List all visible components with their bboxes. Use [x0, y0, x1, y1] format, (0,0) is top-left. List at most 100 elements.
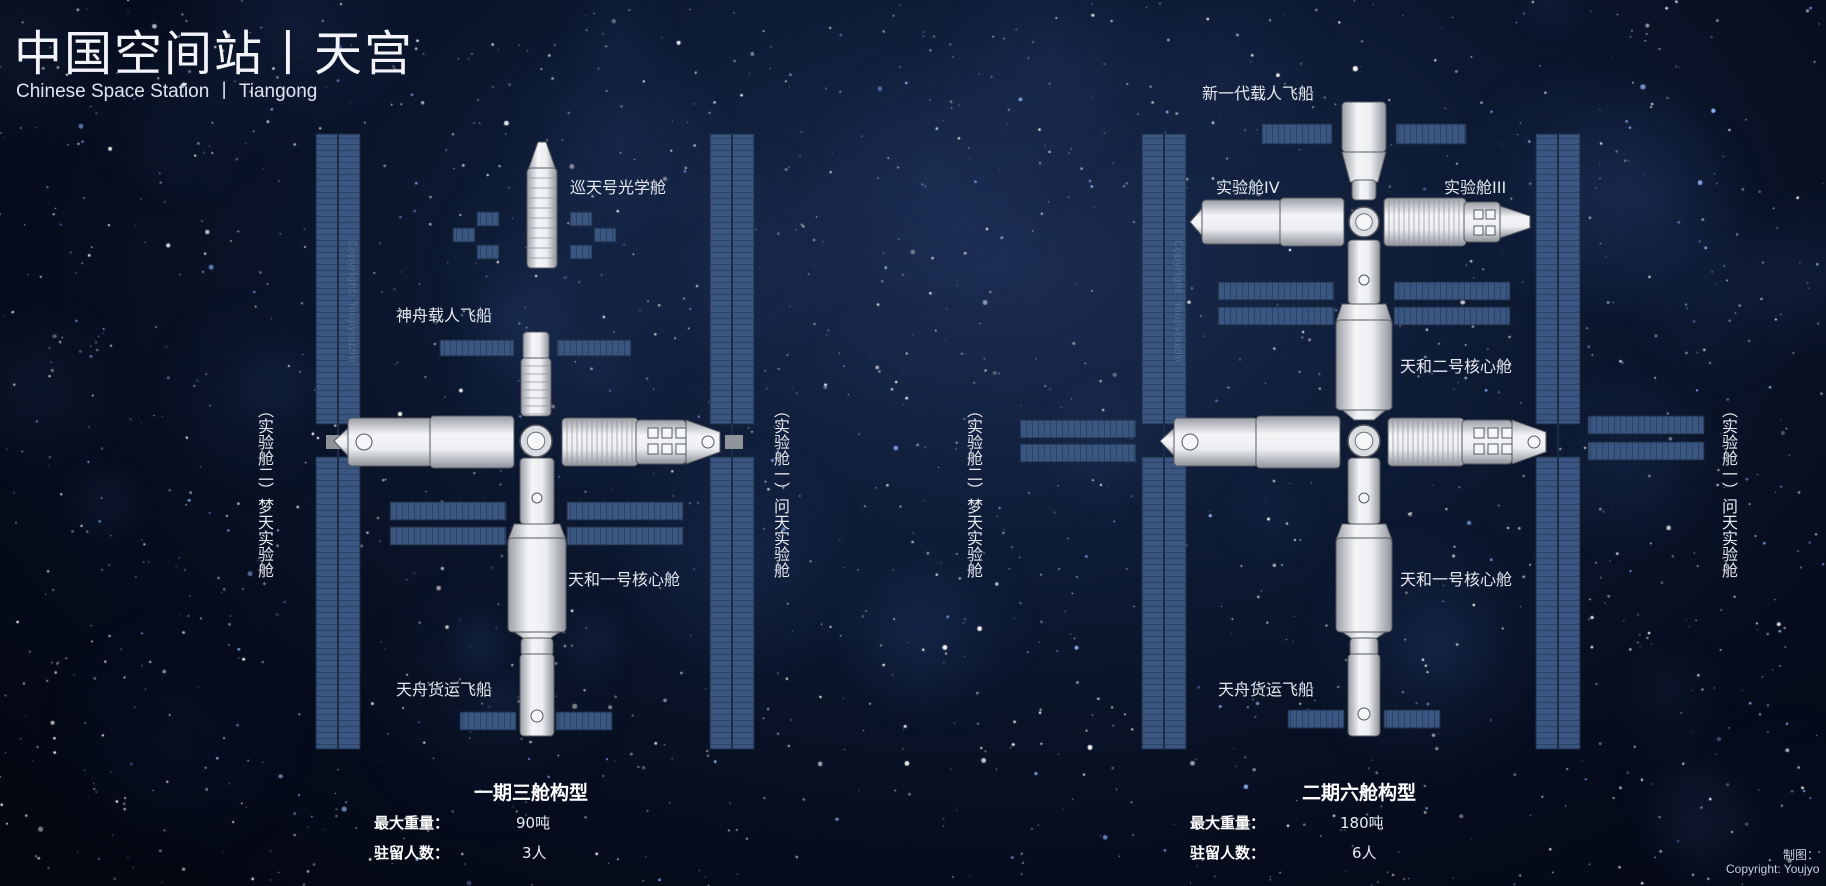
- tianhe1-solar-panel-right-upper: [566, 501, 684, 521]
- label-lab-module-4: 实验舱IV: [1216, 178, 1280, 197]
- tianzhou-port-mark: [530, 709, 544, 723]
- p2-mengtian-port: [1181, 433, 1199, 451]
- lab4-main: [1279, 197, 1345, 247]
- xuntian-solar-panel-0: [452, 227, 476, 243]
- tianhe2-port-mark: [1358, 274, 1370, 286]
- page-title: 中国空间站丨天宫: [14, 26, 415, 82]
- wentian-rear-section: [635, 419, 687, 465]
- p2-wentian-outer-panel-upper: [1587, 415, 1705, 435]
- label-tianhe2-core: 天和二号核心舱: [1400, 357, 1513, 376]
- p2-mengtian-main-section: [1255, 415, 1341, 469]
- p2-wentian-outer-panel-lower: [1587, 441, 1705, 461]
- p2-wentian-main-section: [1387, 417, 1465, 467]
- tianzhou-cargo-body: [519, 653, 555, 737]
- tianhe1-solar-panel-left-upper: [389, 501, 507, 521]
- p2-wentian-rear-section: [1461, 419, 1513, 465]
- phase2-max-weight-value: 180吨: [1340, 814, 1384, 832]
- p2-tianzhou-port-mark: [1357, 707, 1371, 721]
- mengtian-tip: [333, 426, 349, 458]
- p2-tianzhou-solar-panel-left: [1287, 709, 1345, 729]
- mengtian-port: [355, 433, 373, 451]
- tianhe2-solar-panel-left-lower: [1217, 306, 1335, 326]
- p2-wentian-window-3: [1473, 443, 1485, 455]
- tianhe2-top-node-hatch: [1355, 213, 1373, 231]
- shenzhou-solar-panel-right: [556, 339, 632, 357]
- page-subtitle: Chinese Space Station 丨 Tiangong: [16, 81, 318, 102]
- xuntian-nose: [527, 141, 557, 171]
- wentian-window-5: [675, 443, 687, 455]
- new-crew-docking: [1351, 179, 1377, 201]
- shenzhou-spacecraft: [520, 357, 552, 417]
- tianhe1-port-mark: [531, 492, 543, 504]
- wentian-truss: [725, 435, 743, 449]
- label-lab-module-3: 实验舱III: [1444, 178, 1507, 197]
- p2-tianzhou-solar-panel-right: [1383, 709, 1441, 729]
- p2-tianzhou-docking: [1349, 637, 1379, 657]
- tianzhou-solar-panel-right: [555, 711, 613, 731]
- xuntian-solar-panel-5: [593, 227, 617, 243]
- tianhe2-forward-section: [1347, 239, 1381, 305]
- tianzhou-solar-panel-left: [459, 711, 517, 731]
- label-mengtian-module-p2: （实验舱二）梦天实验舱: [964, 402, 983, 578]
- tianhe1-solar-panel-right-lower: [566, 526, 684, 546]
- copyright-credit: Copyright: Youjyo: [1726, 862, 1820, 876]
- p2-tianhe1-port-mark: [1358, 492, 1370, 504]
- tianhe1-node-p2-hatch: [1354, 431, 1374, 451]
- phase1-max-weight-value: 90吨: [516, 814, 551, 832]
- phase1-watermark: Copyright: Youjiyouzhi: [346, 240, 359, 363]
- wentian-window-0: [647, 427, 659, 439]
- phase2-max-weight-key: 最大重量：: [1190, 814, 1266, 832]
- label-wentian-module-p2: （实验舱一）问天实验舱: [1719, 402, 1738, 578]
- label-xuntian-telescope: 巡天号光学舱: [570, 178, 667, 197]
- p2-mengtian-outer-panel-upper: [1019, 419, 1137, 439]
- p2-wentian-window-0: [1473, 427, 1485, 439]
- p2-wentian-window-2: [1501, 427, 1513, 439]
- shenzhou-ribs: [523, 365, 549, 415]
- xuntian-solar-panel-2: [476, 244, 500, 260]
- phase2-watermark: Copyright: Youjiyouzhi: [1172, 240, 1185, 363]
- lab3-ribs: [1388, 200, 1465, 244]
- tianzhou-docking: [520, 637, 554, 657]
- tianhe2-taper: [1335, 303, 1393, 323]
- wentian-window-4: [661, 443, 673, 455]
- shenzhou-solar-panel-left: [439, 339, 515, 357]
- xuntian-solar-panel-4: [569, 244, 593, 260]
- p2-mengtian-tip: [1159, 426, 1175, 458]
- tianhe2-solar-panel-left-upper: [1217, 281, 1335, 301]
- lab3-window-0: [1473, 209, 1484, 220]
- label-wentian-module: （实验舱一）问天实验舱: [771, 402, 790, 578]
- label-new-crew-spacecraft: 新一代载人飞船: [1202, 84, 1315, 103]
- tianhe2-solar-panel-right-upper: [1393, 281, 1511, 301]
- new-crew-taper: [1341, 151, 1387, 183]
- phase2-crew-value: 6人: [1352, 844, 1377, 862]
- phase1-crew-value: 3人: [522, 844, 547, 862]
- lab4-front: [1201, 199, 1283, 245]
- p2-wentian-window-5: [1501, 443, 1513, 455]
- label-shenzhou-spacecraft: 神舟载人飞船: [396, 306, 493, 325]
- label-tianzhou-cargo: 天舟货运飞船: [396, 680, 493, 699]
- p2-mengtian-outer-panel-lower: [1019, 443, 1137, 463]
- lab3-window-2: [1473, 225, 1484, 236]
- label-tianhe1-core-p2: 天和一号核心舱: [1400, 570, 1513, 589]
- new-crew-capsule: [1341, 101, 1387, 153]
- p2-tianhe1-forward-section: [1347, 457, 1381, 525]
- label-tianzhou-cargo-p2: 天舟货运飞船: [1218, 680, 1315, 699]
- p2-wentian-window-4: [1487, 443, 1499, 455]
- tianhe1-main-section: [507, 537, 567, 633]
- xuntian-solar-panel-3: [569, 211, 593, 227]
- phase1-crew-key: 驻留人数：: [374, 844, 450, 862]
- author-credit: 制图：: [1783, 848, 1820, 862]
- new-crew-solar-panel-right: [1395, 123, 1467, 145]
- p2-tianzhou-cargo-body: [1347, 653, 1381, 737]
- shenzhou-nose: [522, 331, 550, 361]
- lab3-cone: [1499, 205, 1531, 239]
- lab3-window-3: [1485, 225, 1496, 236]
- wentian-main-section: [561, 417, 639, 467]
- tianhe2-solar-panel-right-lower: [1393, 306, 1511, 326]
- p2-wentian-window-1: [1487, 427, 1499, 439]
- new-crew-solar-panel-left: [1261, 123, 1333, 145]
- xuntian-solar-panel-1: [476, 211, 500, 227]
- wentian-window-3: [647, 443, 659, 455]
- p2-wentian-port: [1527, 435, 1541, 449]
